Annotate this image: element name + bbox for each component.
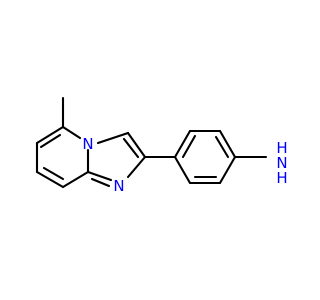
bond-ph4-ph5 bbox=[218, 155, 237, 185]
amine-hydrogen-label: H bbox=[276, 139, 287, 157]
bond-n1-c2 bbox=[126, 155, 147, 179]
amine-hydrogen-2-label: H bbox=[276, 169, 287, 187]
bond-ph1-ph2 bbox=[173, 129, 192, 159]
amine-nitrogen-label: N bbox=[276, 154, 287, 172]
atom-label-layer: N N H N H bbox=[82, 135, 287, 195]
bond-ph6-ph1 bbox=[173, 155, 192, 185]
bond-ph3-ph4 bbox=[218, 129, 237, 159]
bond-c3-n4 bbox=[96, 131, 130, 145]
bond-c5-c6-inner bbox=[39, 133, 62, 149]
bond-ph3-ph4-inner bbox=[214, 135, 230, 159]
structure-canvas: N N H N H bbox=[35, 96, 288, 195]
molecule-structure: N N H N H bbox=[35, 96, 288, 195]
bond-c8a-n1 bbox=[86, 170, 113, 182]
bond-c5-c6 bbox=[35, 125, 65, 145]
bond-c2-c3 bbox=[126, 131, 147, 159]
bridgehead-nitrogen-label: N bbox=[82, 135, 93, 153]
bond-c8-c8a bbox=[61, 170, 90, 189]
bond-c7-c8 bbox=[35, 170, 65, 189]
imine-nitrogen-label: N bbox=[113, 177, 124, 195]
bond-ph1-ph2-inner bbox=[181, 134, 197, 159]
bond-c8a-n1-inner bbox=[90, 177, 111, 188]
bond-c7-c8-inner bbox=[42, 166, 65, 181]
bond-n4-c5 bbox=[61, 125, 82, 140]
bond-c2-c3-inner bbox=[122, 137, 140, 159]
bond-layer bbox=[35, 96, 268, 189]
